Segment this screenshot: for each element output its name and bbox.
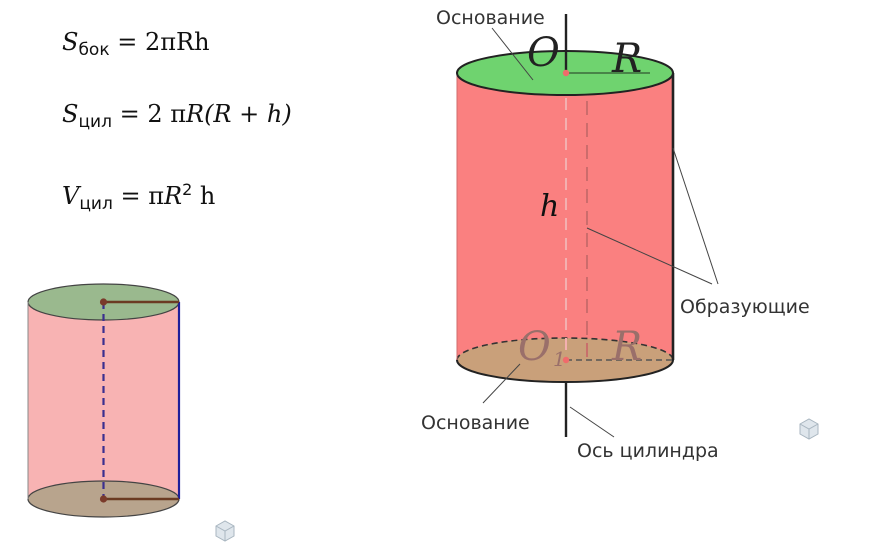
large-cylinder-bottom-center <box>562 356 570 364</box>
small-cylinder <box>27 283 181 518</box>
pointer-generatrix-right <box>672 147 719 285</box>
label-height: h <box>540 189 559 224</box>
small-cylinder-top-center <box>99 298 108 306</box>
pointer-axis <box>569 406 615 438</box>
formula-subscript: бок <box>78 40 110 60</box>
cube-3d-icon[interactable] <box>799 418 819 440</box>
label-center-top: O <box>527 30 560 76</box>
cube-3d-icon[interactable] <box>215 520 235 542</box>
formula-rhs-tail: h <box>192 182 216 210</box>
formula-subscript: цил <box>78 112 112 132</box>
large-cylinder-top-center <box>562 69 570 77</box>
pointer-generatrix-inner <box>586 227 713 285</box>
formula-rhs-italic: R(R + h) <box>186 100 292 128</box>
label-center-bottom: O <box>518 324 551 370</box>
formula-lateral-area: Sбок = 2πRh <box>62 28 210 60</box>
formula-symbol: V <box>62 182 80 210</box>
large-cylinder-side <box>457 73 673 360</box>
formula-symbol: S <box>62 100 79 128</box>
formula-superscript: 2 <box>182 180 193 199</box>
formula-subscript: цил <box>79 194 113 214</box>
formula-rhs: = 2 π <box>111 100 186 128</box>
formula-total-area: Sцил = 2 πR(R + h) <box>62 100 292 132</box>
label-generatrices: Образующие <box>680 296 810 318</box>
label-axis: Ось цилиндра <box>577 440 719 462</box>
small-cylinder-bottom-center <box>99 495 108 503</box>
pointer-base-bottom <box>482 363 521 404</box>
formula-rhs: = π <box>112 182 164 210</box>
formula-rhs-italic: R <box>163 182 183 210</box>
label-base-bottom: Основание <box>421 412 530 434</box>
formula-volume: Vцил = πR2 h <box>62 180 215 214</box>
label-radius-top: R <box>611 36 642 82</box>
formula-symbol: S <box>62 28 79 56</box>
large-cylinder <box>456 14 675 437</box>
formula-rhs: = 2πRh <box>109 28 210 56</box>
label-base-top: Основание <box>436 7 545 29</box>
pointer-base-top <box>491 27 534 81</box>
label-radius-bottom: R <box>611 324 642 370</box>
label-center-bottom-subscript: 1 <box>553 347 566 371</box>
